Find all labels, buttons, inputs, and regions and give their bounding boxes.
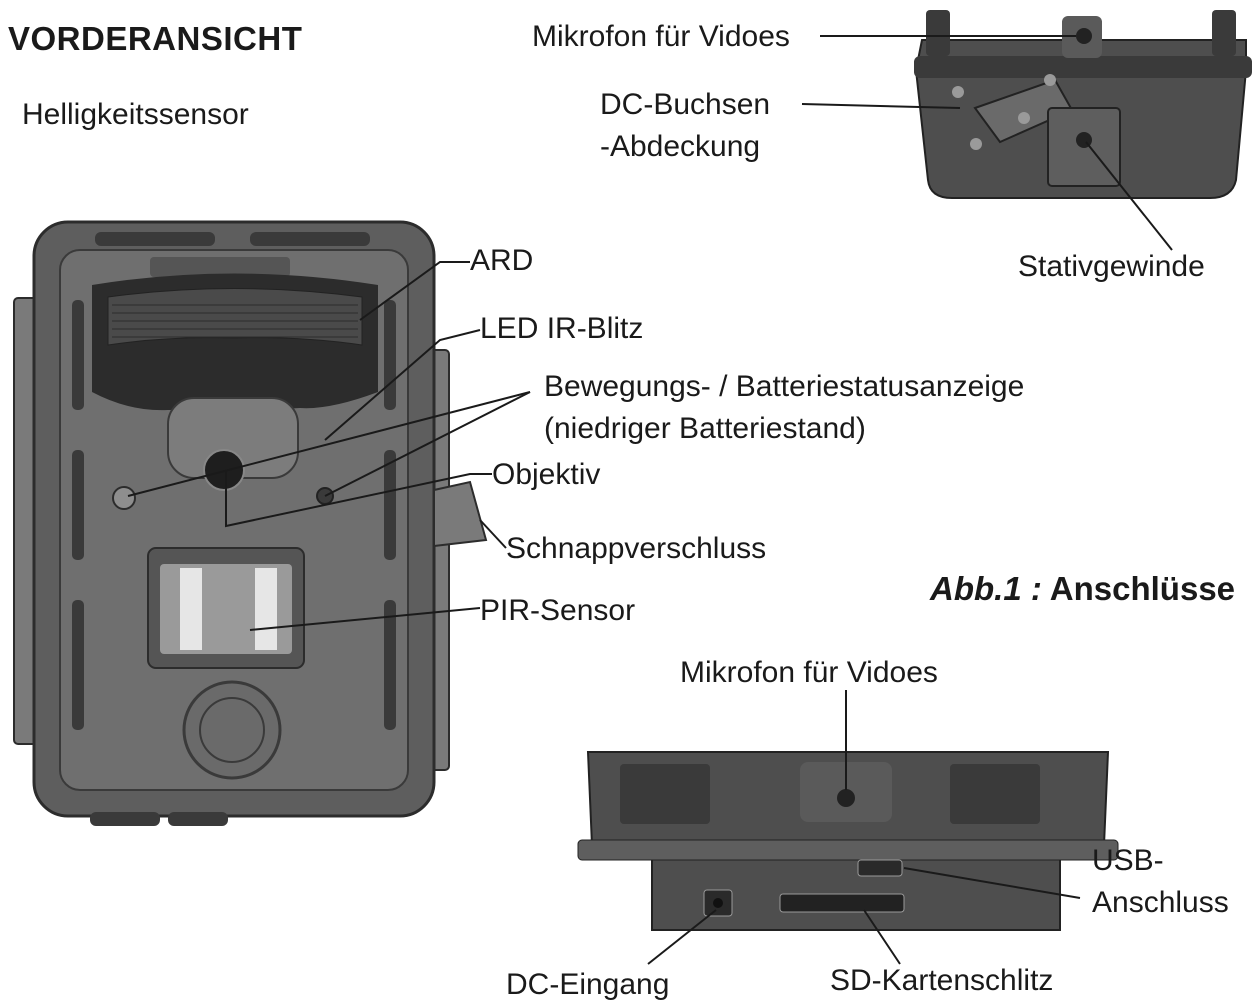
mic-top-label: Mikrofon für Vidoes	[532, 20, 790, 53]
lens-label: Objektiv	[492, 458, 601, 491]
lens	[203, 449, 245, 491]
snap-latch-label: Schnappverschluss	[506, 532, 767, 565]
ir-grille	[107, 288, 363, 346]
bottom-mic-hole	[837, 789, 855, 807]
screw-3	[970, 138, 982, 150]
motion-battery-label-line1: Bewegungs- / Batteriestatusanzeige	[544, 370, 1025, 403]
front-camera	[13, 220, 488, 826]
usb-label-line2: Anschluss	[1092, 886, 1229, 919]
figure-caption-prefix: Abb.1 :	[930, 570, 1042, 607]
brightness-sensor-label: Helligkeitssensor	[22, 98, 249, 131]
rib-right-3	[384, 600, 396, 730]
logo-emblem	[182, 680, 282, 780]
status-led-left	[112, 486, 136, 510]
top-slot-left	[95, 232, 215, 246]
grille-texture	[112, 304, 358, 338]
figure-caption: Abb.1 : Anschlüsse	[930, 570, 1235, 608]
ard-label: ARD	[470, 244, 534, 277]
logo-inner	[199, 697, 265, 763]
leader-lines	[127, 35, 1173, 965]
top-mic-hole	[1076, 28, 1092, 44]
top-slot-right	[250, 232, 370, 246]
dc-cover-label-line1: DC-Buchsen	[600, 88, 771, 121]
usb-port	[857, 859, 903, 877]
bottom-camera-lip	[577, 839, 1119, 861]
mic-bottom-label: Mikrofon für Vidoes	[680, 656, 938, 689]
rib-left-3	[72, 600, 84, 730]
tripod-thread-label: Stativgewinde	[1018, 250, 1205, 283]
bottom-camera	[577, 751, 1119, 931]
dc-input-label: DC-Eingang	[506, 968, 670, 1001]
screw-2	[1044, 74, 1056, 86]
rib-right-1	[384, 300, 396, 410]
figure-caption-title: Anschlüsse	[1049, 570, 1236, 607]
rib-left-1	[72, 300, 84, 410]
foot-right	[168, 812, 228, 826]
top-camera-top-edge	[914, 56, 1252, 78]
bottom-slot-right	[950, 764, 1040, 824]
brand-strip	[150, 257, 290, 277]
front-view-heading: VORDERANSICHT	[8, 20, 303, 57]
rib-left-2	[72, 450, 84, 560]
usb-label-line1: USB-	[1092, 844, 1164, 877]
sd-slot-label: SD-Kartenschlitz	[830, 964, 1054, 997]
screw-4	[1018, 112, 1030, 124]
latch	[433, 480, 488, 548]
dc-input-pin	[713, 898, 723, 908]
dc-cover-label-line2: -Abdeckung	[600, 130, 761, 163]
sd-slot	[779, 893, 905, 913]
pir-strip-left	[180, 568, 202, 650]
pir-strip-right	[255, 568, 277, 650]
pir-sensor-label: PIR-Sensor	[480, 594, 636, 627]
led-ir-flash-label: LED IR-Blitz	[480, 312, 644, 345]
top-camera-tab-left	[926, 10, 950, 56]
top-camera-tab-right	[1212, 10, 1236, 56]
rib-right-2	[384, 450, 396, 560]
screw-1	[952, 86, 964, 98]
top-camera	[914, 10, 1252, 199]
motion-battery-label-line2: (niedriger Batteriestand)	[544, 412, 866, 445]
bottom-slot-left	[620, 764, 710, 824]
foot-left	[90, 812, 160, 826]
